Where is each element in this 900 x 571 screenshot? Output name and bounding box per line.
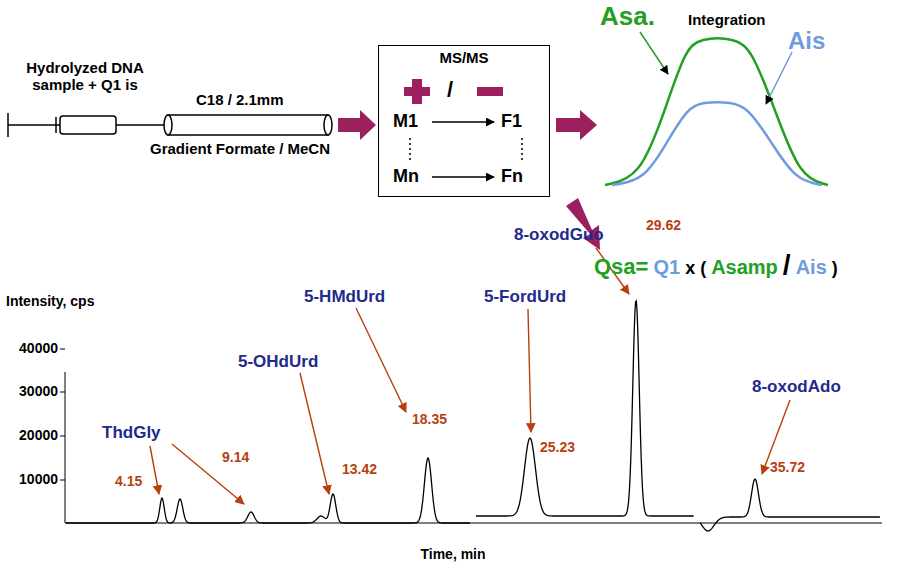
axis-title: Intensity, cps: [6, 294, 94, 309]
precursor-ion: Mn: [393, 167, 419, 187]
standard-peak: [612, 102, 822, 185]
retention-time: 13.42: [342, 462, 377, 477]
syringe: [8, 113, 165, 137]
formula-term: ): [832, 259, 838, 279]
trace-segment: [476, 301, 694, 516]
polarity-slash: /: [447, 78, 453, 102]
sample-label: Hydrolyzed DNA sample + Q1 is: [10, 60, 160, 93]
fragment-ion: Fn: [501, 167, 523, 187]
leader-line: [766, 52, 792, 104]
compound-name: 8-oxodAdo: [752, 378, 841, 397]
retention-time: 25.23: [540, 440, 575, 455]
ms-ms-box: MS/MS / M1 F1Mn Fn: [378, 45, 550, 197]
tick-label: 40000: [19, 341, 58, 356]
integration-title: Integration: [688, 12, 766, 29]
hplc-column: [164, 115, 332, 135]
tick-label: 20000: [19, 428, 58, 443]
quantification-formula: Qsa=Q1x (Asamp/Ais): [594, 250, 838, 281]
precursor-ion: M1: [393, 112, 418, 132]
formula-term: Q1: [653, 256, 680, 278]
formula-term: x (: [685, 259, 706, 279]
tick-label: 10000: [19, 472, 58, 487]
retention-time: 9.14: [222, 450, 249, 465]
formula-term: Asamp: [711, 256, 778, 278]
compound-name: 5-OHdUrd: [238, 353, 318, 372]
trace-segment: [66, 458, 470, 523]
fragment-ion: F1: [501, 112, 522, 132]
column-label: C18 / 2.1mm: [196, 92, 284, 109]
compound-name: 8-oxodGuo: [514, 226, 604, 245]
tick-label: 30000: [19, 384, 58, 399]
retention-time: 18.35: [412, 412, 447, 427]
sample-peak: [605, 39, 828, 186]
retention-time: 29.62: [646, 218, 681, 233]
compound-name: 5-FordUrd: [484, 288, 566, 307]
ms-title: MS/MS: [439, 50, 488, 67]
standard-area: Ais: [788, 28, 825, 54]
formula-term: /: [783, 250, 791, 281]
trace-segment: [700, 479, 880, 531]
formula-term: Qsa=: [594, 255, 648, 279]
formula-term: Ais: [796, 256, 827, 278]
compound-name: 5-HMdUrd: [304, 288, 385, 307]
leader-line: [640, 32, 668, 74]
sample-area: Asa.: [600, 2, 655, 31]
chromatogram-trace: [66, 301, 880, 531]
retention-time: 4.15: [115, 474, 142, 489]
polarity-symbols: [404, 79, 503, 104]
peak-leaders: [150, 248, 790, 504]
retention-time: 35.72: [770, 460, 805, 475]
axis-title: Time, min: [420, 547, 485, 562]
compound-name: ThdGly: [102, 424, 161, 443]
mobile-phase: Gradient Formate / MeCN: [150, 141, 330, 158]
